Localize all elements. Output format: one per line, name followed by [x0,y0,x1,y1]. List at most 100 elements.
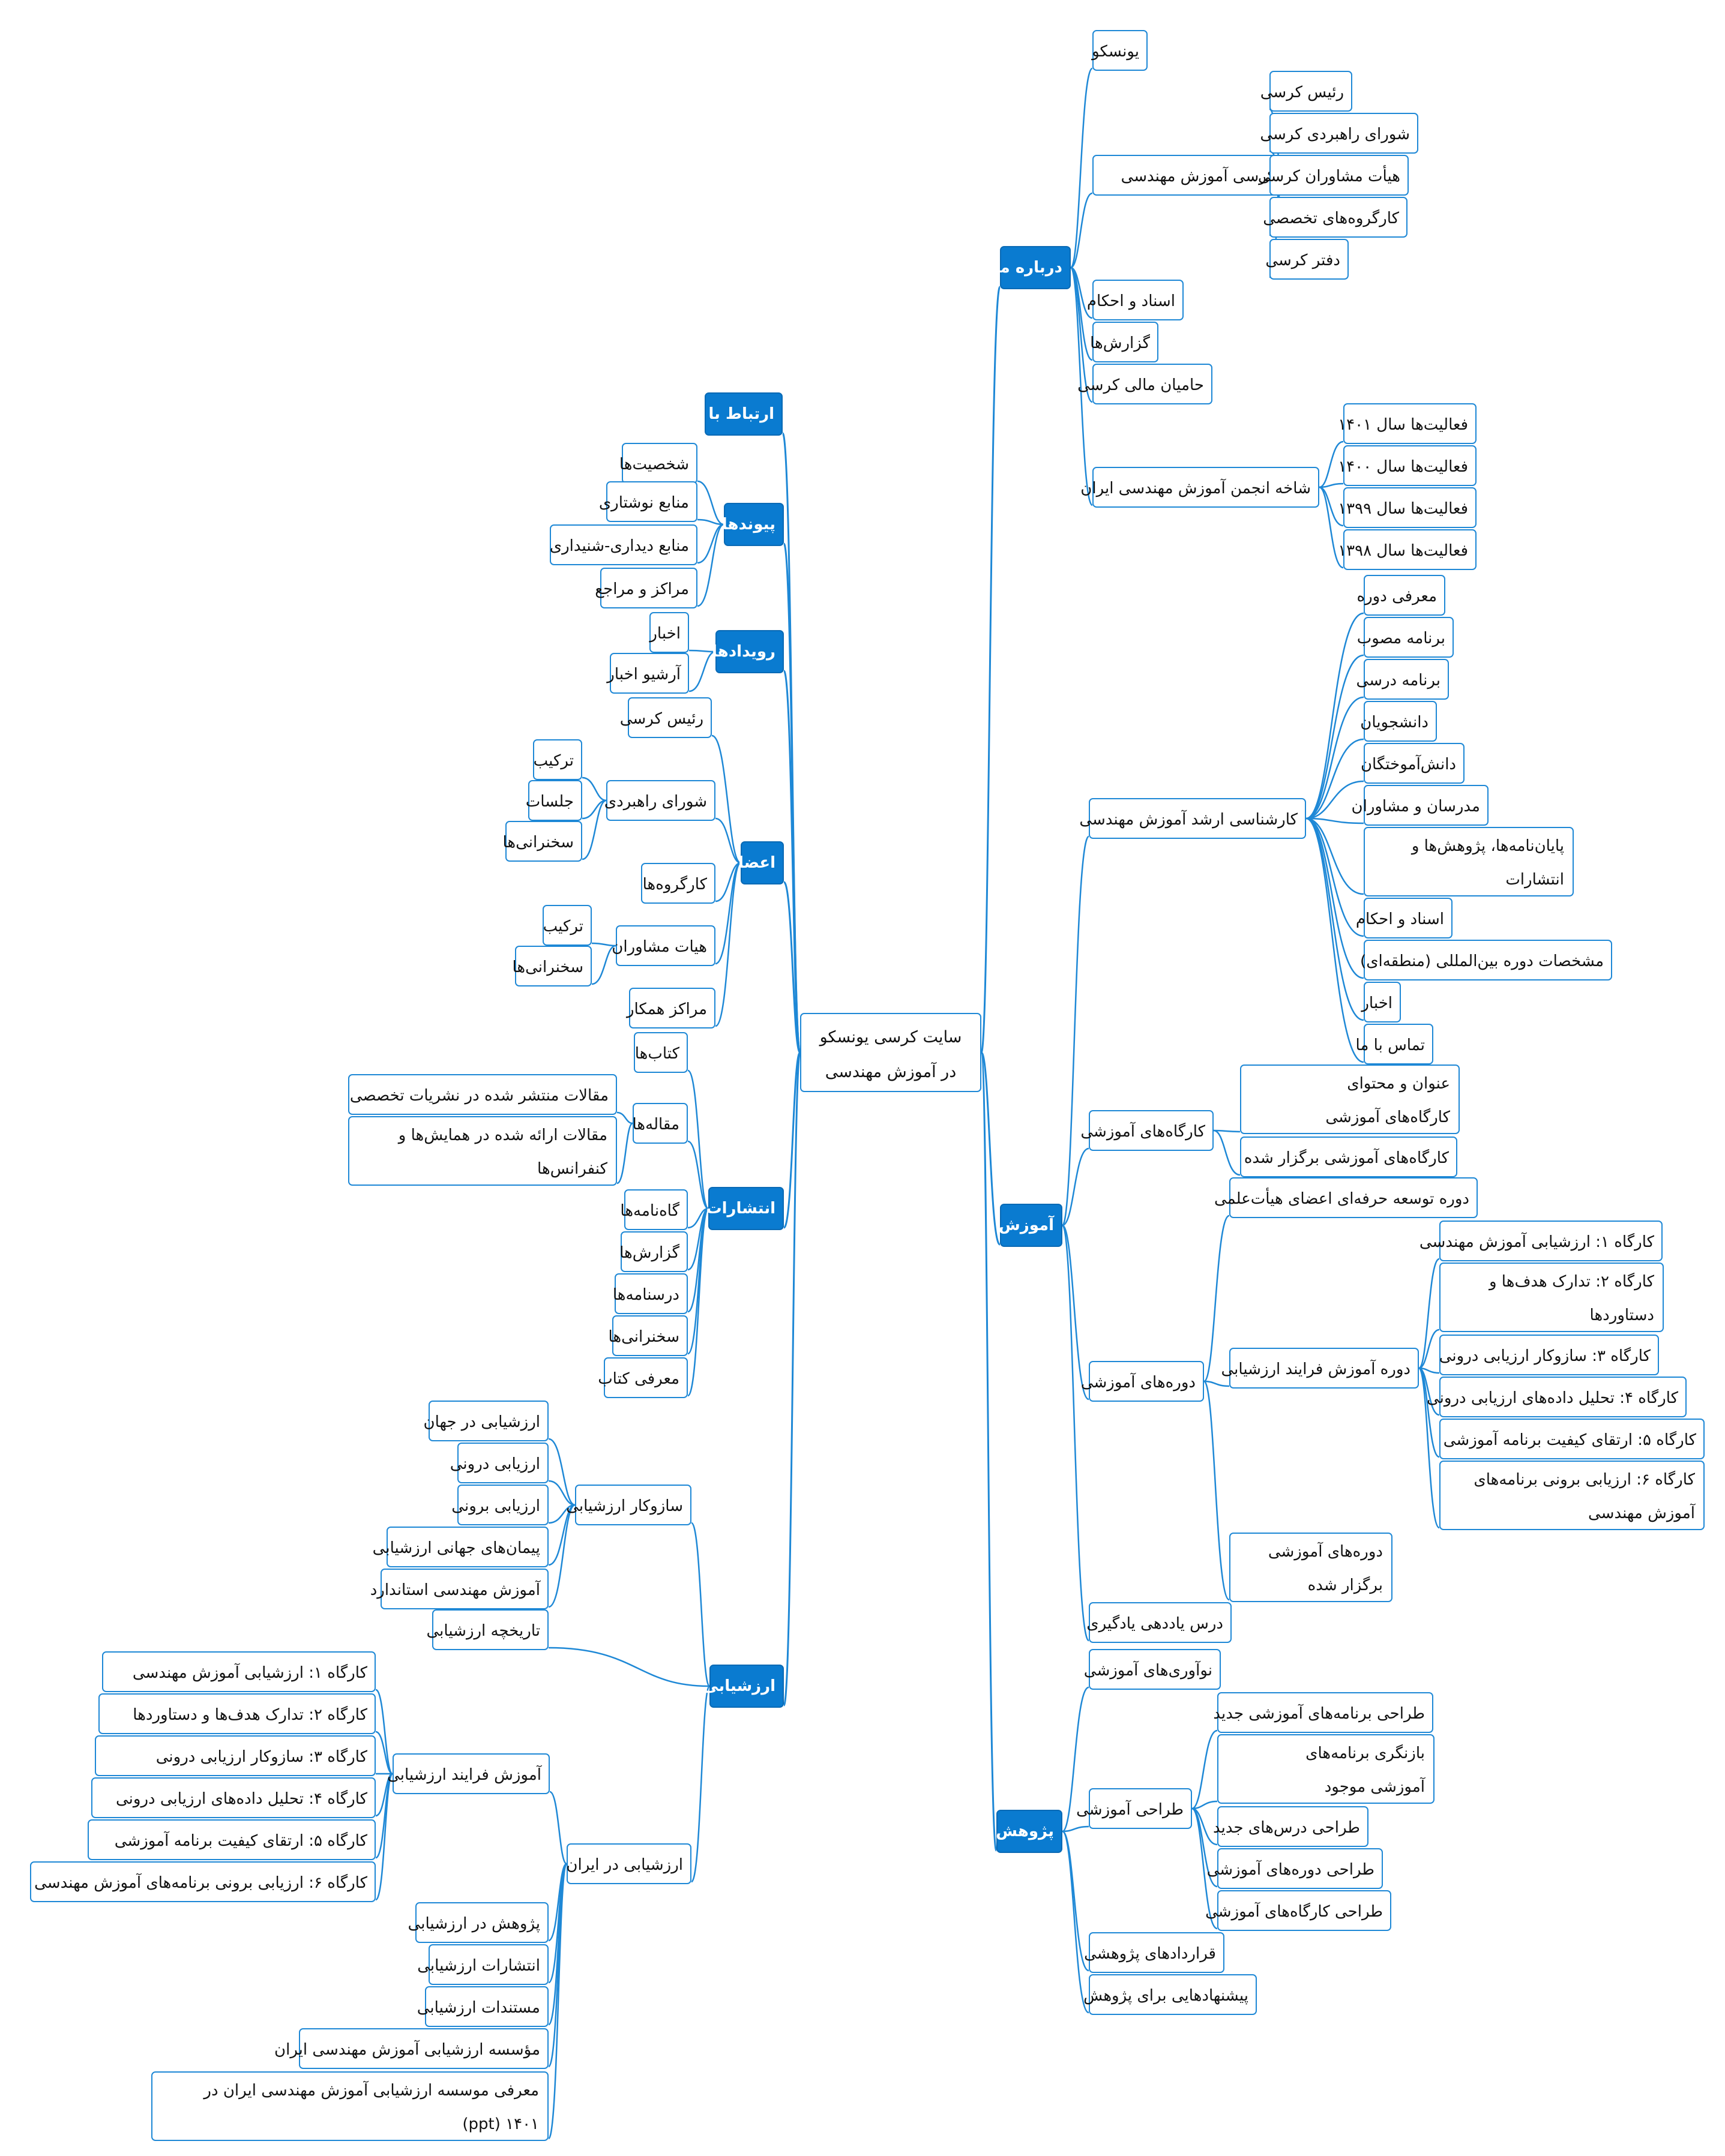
node-external-assessment[interactable]: ارزیابی برونی [451,1485,549,1525]
node-curriculum[interactable]: برنامه درسی [1356,659,1449,700]
node-news[interactable]: اخبار [649,612,689,653]
node-alumni[interactable]: دانش‌آموختگان [1361,743,1465,784]
node-chair-head[interactable]: رئیس کرسی [1260,71,1352,112]
node-textbooks[interactable]: درسنامه‌ها [613,1273,688,1314]
node-advisory-talks[interactable]: سخنرانی‌ها [512,946,592,986]
node-eval-workshop-1[interactable]: کارگاه ۱: ارزشیابی آموزش مهندسی [102,1651,376,1692]
node-audiovisual-sources[interactable]: منابع دیداری-شنیداری [550,524,697,565]
node-workgroups[interactable]: کارگروه‌های تخصصی [1263,197,1407,238]
node-workshop-content[interactable]: عنوان و محتوای کارگاه‌های آموزشی [1240,1064,1460,1134]
node-centers-references[interactable]: مراکز و مراجع [595,568,697,608]
node-partner-centers[interactable]: مراکز همکار [627,988,715,1028]
node-research-proposals[interactable]: پیشنهادهایی برای پژوهش [1083,1974,1257,2015]
node-activities-1400[interactable]: فعالیت‌ها سال ۱۴۰۰ [1338,445,1477,486]
node-activities-1399[interactable]: فعالیت‌ها سال ۱۳۹۹ [1338,487,1477,528]
node-eval-workshop-6[interactable]: کارگاه ۶: ارزیابی برونی برنامه‌های آموزش… [30,1861,376,1902]
node-evaluation-history[interactable]: تاریخچه ارزشیابی [426,1609,549,1650]
node-members-workgroups[interactable]: کارگروه‌ها [641,863,715,904]
node-courses-held[interactable]: دوره‌های آموزشی برگزار شده [1229,1533,1392,1602]
root-topic[interactable]: سایت کرسی یونسکو در آموزش مهندسی [800,1013,981,1092]
node-book-introduction[interactable]: معرفی کتاب [598,1357,688,1398]
node-reports[interactable]: گزارش‌ها [1090,322,1158,362]
branch-education[interactable]: آموزش [999,1204,1062,1247]
branch-evaluation[interactable]: ارزشیابی [703,1665,784,1708]
branch-events[interactable]: رویدادها [712,630,784,673]
node-personalities[interactable]: شخصیت‌ها [619,443,697,484]
node-design-workshops[interactable]: طراحی کارگاه‌های آموزشی [1205,1890,1391,1931]
node-masters-program[interactable]: کارشناسی ارشد آموزش مهندسی [1079,798,1306,839]
node-activities-1398[interactable]: فعالیت‌ها سال ۱۳۹۸ [1338,529,1477,570]
node-sponsors[interactable]: حامیان مالی کرسی [1077,364,1212,404]
node-masters-documents[interactable]: اسناد و احکام [1356,898,1453,938]
node-teachers-advisors[interactable]: مدرسان و مشاوران [1352,785,1489,826]
node-articles[interactable]: مقاله‌ها [633,1103,688,1144]
node-instructional-design[interactable]: طراحی آموزشی [1076,1788,1192,1829]
node-students[interactable]: دانشجویان [1360,701,1437,742]
node-steering-composition[interactable]: ترکیب [533,739,582,780]
node-iran-branch[interactable]: شاخه انجمن آموزش مهندسی ایران [1080,467,1319,508]
node-steering-talks[interactable]: سخنرانی‌ها [502,821,582,862]
branch-publications[interactable]: انتشارات [706,1187,784,1230]
node-evaluation-institute[interactable]: مؤسسه ارزشیابی آموزش مهندسی ایران [274,2028,549,2069]
node-documents[interactable]: اسناد و احکام [1087,280,1184,320]
node-workshops[interactable]: کارگاه‌های آموزشی [1080,1110,1214,1151]
node-evaluation-documents[interactable]: مستندات ارزشیابی [417,1986,549,2027]
branch-members[interactable]: اعضا [738,841,784,884]
node-masters-contact[interactable]: تماس با ما [1356,1024,1433,1064]
node-members-chair-head[interactable]: رئیس کرسی [620,697,712,738]
node-faculty-development[interactable]: دوره توسعه حرفه‌ای اعضای هیأت‌علمی [1214,1177,1478,1218]
node-chair[interactable]: کرسی آموزش مهندسی [1092,155,1283,196]
node-course-workshop-2[interactable]: کارگاه ۲: تدارک هدف‌ها و دستاوردها [1439,1263,1664,1332]
node-chair-office[interactable]: دفتر کرسی [1265,239,1349,280]
node-eval-workshop-5[interactable]: کارگاه ۵: ارتقای کیفیت برنامه آموزشی [88,1819,376,1860]
node-design-new-courses[interactable]: طراحی درس‌های جدید [1213,1806,1368,1847]
node-workshops-held[interactable]: کارگاه‌های آموزشی برگزار شده [1240,1137,1457,1177]
node-design-training-courses[interactable]: طراحی دوره‌های آموزشی [1207,1848,1383,1889]
node-course-workshop-6[interactable]: کارگاه ۶: ارزیابی برونی برنامه‌های آموزش… [1439,1461,1705,1530]
node-international-course[interactable]: مشخصات دوره بین‌المللی (منطقه‌ای) [1360,940,1612,980]
node-course-intro[interactable]: معرفی دوره [1357,575,1445,616]
node-lectures[interactable]: سخنرانی‌ها [608,1315,688,1356]
node-course-workshop-5[interactable]: کارگاه ۵: ارتقای کیفیت برنامه آموزشی [1439,1419,1705,1459]
node-masters-news[interactable]: اخبار [1361,982,1401,1022]
node-evaluation-world[interactable]: ارزشیابی در جهان [423,1401,549,1441]
branch-links[interactable]: پیوندها [722,503,784,546]
node-standard-engineering-education[interactable]: آموزش مهندسی استاندارد [370,1569,549,1609]
node-global-accords[interactable]: پیمان‌های جهانی ارزشیابی [373,1527,549,1567]
node-advisory-board[interactable]: هیأت مشاوران کرسی [1258,155,1409,196]
node-course-workshop-3[interactable]: کارگاه ۳: سازوکار ارزیابی درونی [1439,1335,1659,1375]
node-evaluation-mechanism[interactable]: سازوکار ارزشیابی [566,1485,691,1525]
node-unesco[interactable]: یونسکو [1092,30,1148,71]
node-eval-workshop-2[interactable]: کارگاه ۲: تدارک هدف‌ها و دستاوردها [98,1693,376,1734]
node-revise-programs[interactable]: بازنگری برنامه‌های آموزشی موجود [1217,1734,1434,1804]
node-teaching-learning-course[interactable]: درس یاددهی یادگیری [1086,1602,1232,1643]
node-institute-intro-1401[interactable]: معرفی موسسه ارزشیابی آموزش مهندسی ایران … [151,2071,549,2141]
node-evaluation-iran[interactable]: ارزشیابی در ایران [566,1843,691,1884]
node-members-advisory[interactable]: هیات مشاوران [612,925,715,966]
node-evaluation-course[interactable]: دوره آموزش فرایند ارزشیابی [1221,1348,1419,1389]
node-written-sources[interactable]: منابع نوشتاری [599,481,697,522]
branch-contact[interactable]: ارتباط با ما [687,392,783,436]
node-theses-publications[interactable]: پایان‌نامه‌ها، پژوهش‌ها و انتشارات [1364,827,1574,896]
node-course-workshop-4[interactable]: کارگاه ۴: تحلیل داده‌های ارزیابی درونی [1427,1377,1687,1417]
node-eval-workshop-3[interactable]: کارگاه ۳: سازوکار ارزیابی درونی [95,1735,376,1776]
node-members-steering[interactable]: شورای راهبردی [604,780,715,821]
node-training-courses[interactable]: دوره‌های آموزشی [1081,1361,1204,1402]
node-evaluation-publications[interactable]: انتشارات ارزشیابی [417,1944,549,1985]
branch-about[interactable]: درباره ما [995,246,1071,289]
node-evaluation-research[interactable]: پژوهش در ارزشیابی [408,1902,549,1943]
node-evaluation-training[interactable]: آموزش فرایند ارزشیابی [387,1753,550,1794]
node-advisory-composition[interactable]: ترکیب [543,905,592,946]
node-eval-workshop-4[interactable]: کارگاه ۴: تحلیل داده‌های ارزیابی درونی [91,1777,376,1818]
node-educational-innovations[interactable]: نوآوری‌های آموزشی [1084,1649,1221,1690]
node-books[interactable]: کتاب‌ها [634,1032,688,1073]
node-newsletters[interactable]: گاه‌نامه‌ها [620,1189,688,1230]
node-design-new-programs[interactable]: طراحی برنامه‌های آموزشی جدید [1213,1692,1433,1733]
node-activities-1401[interactable]: فعالیت‌ها سال ۱۴۰۱ [1338,403,1477,444]
branch-research[interactable]: پژوهش [996,1810,1062,1853]
node-steering-council[interactable]: شورای راهبردی کرسی [1260,113,1418,154]
node-research-contracts[interactable]: قراردادهای پژوهشی [1084,1932,1224,1973]
node-conference-papers[interactable]: مقالات ارائه شده در همایش‌ها و کنفرانس‌ه… [348,1116,617,1186]
node-publication-reports[interactable]: گزارش‌ها [619,1231,688,1272]
node-course-workshop-1[interactable]: کارگاه ۱: ارزشیابی آموزش مهندسی [1419,1221,1663,1261]
